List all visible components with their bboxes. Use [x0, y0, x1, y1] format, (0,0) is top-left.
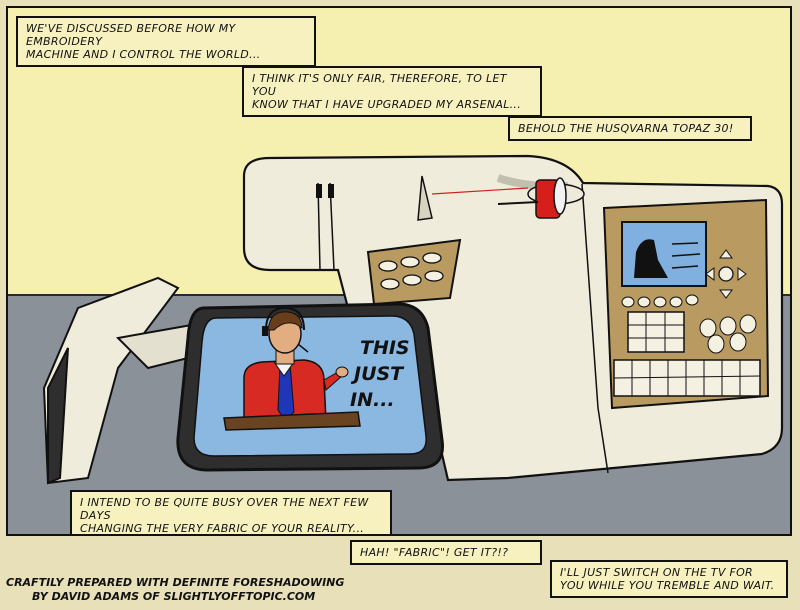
- sewing-machine-body: [242, 154, 784, 482]
- credits-line2: by David Adams of SlightlyOffTopic.com: [32, 590, 316, 603]
- control-panel: [602, 198, 770, 410]
- caption-fabric-of-reality: I intend to be quite busy over the next …: [70, 490, 392, 534]
- caption-switch-on-tv: I'll just switch on the TV for you while…: [550, 560, 788, 598]
- tv-text-line3: IN...: [350, 389, 395, 411]
- embroidery-machine-illustration: THIS JUST IN...: [42, 154, 784, 485]
- tv-text-line2: JUST: [350, 363, 405, 385]
- caption-upgraded-arsenal: I think it's only fair, therefore, to le…: [242, 66, 542, 117]
- embroidery-hoop: THIS JUST IN...: [176, 302, 444, 472]
- caption-fabric-joke: Hah! "Fabric"! Get it?!?: [350, 540, 542, 565]
- credits: Craftily prepared with definite foreshad…: [6, 576, 366, 604]
- caption-behold-topaz: Behold the Husqvarna Topaz 30!: [508, 116, 752, 141]
- tv-text-line1: THIS: [360, 337, 410, 359]
- stitch-buttons: [366, 238, 462, 306]
- news-desk: [223, 411, 361, 431]
- credits-line1: Craftily prepared with definite foreshad…: [6, 576, 345, 589]
- thread-spool: [417, 175, 585, 221]
- caption-embroidery-control: We've discussed before how my embroidery…: [16, 16, 316, 67]
- comic-panel: THIS JUST IN... We've discussed before h…: [6, 6, 792, 536]
